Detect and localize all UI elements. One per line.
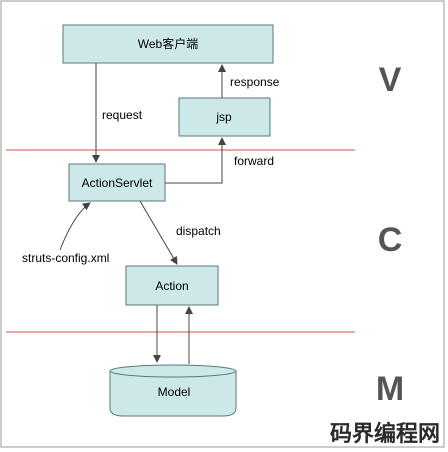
layer-view-label: V (379, 61, 402, 99)
response-label: response (230, 75, 280, 89)
watermark-text: 码界编程网 (330, 421, 440, 447)
layer-controller-label: C (378, 221, 403, 259)
action-servlet-label: ActionServlet (82, 176, 153, 190)
layer-model-label: M (376, 370, 404, 408)
model-node: Model (109, 364, 237, 417)
dispatch-arrow (139, 200, 178, 265)
action-label: Action (155, 279, 188, 293)
web-client-label: Web客户端 (138, 36, 198, 51)
forward-arrow (165, 137, 226, 184)
struts-config-label: struts-config.xml (22, 251, 109, 265)
web-client-node: Web客户端 (62, 24, 274, 64)
model-label: Model (158, 385, 191, 399)
action-node: Action (125, 265, 219, 306)
dispatch-label: dispatch (176, 224, 221, 238)
forward-label: forward (234, 154, 274, 168)
action-servlet-node: ActionServlet (68, 163, 166, 202)
jsp-label: jsp (215, 110, 232, 124)
struts-config-arrow (59, 202, 91, 251)
request-label: request (102, 108, 143, 122)
jsp-node: jsp (178, 97, 271, 137)
